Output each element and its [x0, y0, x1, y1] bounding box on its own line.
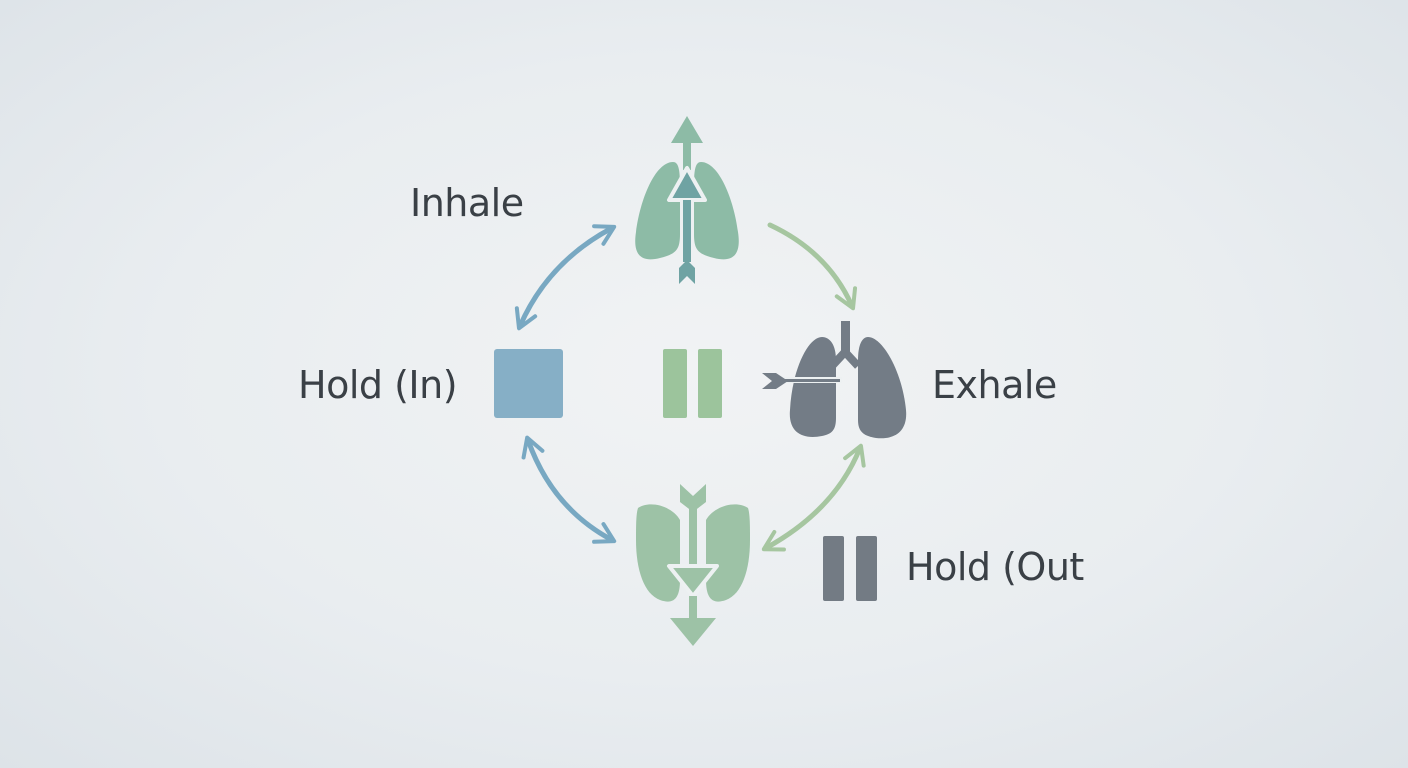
arrow-inhale-to-exhale [767, 222, 858, 311]
square-stop-icon [494, 349, 563, 418]
pause-icon [663, 349, 722, 418]
lungs-down-arrow-icon [636, 484, 750, 646]
arrow-hold-in-to-inhale [514, 224, 617, 331]
lungs-up-arrow-icon [635, 116, 739, 284]
arrow-exhale-to-hold-out [761, 443, 866, 552]
label-hold-in: Hold (In) [298, 363, 458, 407]
hold-out-pause-icon [823, 536, 877, 601]
label-exhale: Exhale [932, 363, 1057, 407]
arrow-hold-out-to-hold-in [521, 435, 617, 544]
label-inhale: Inhale [410, 181, 524, 225]
lungs-side-arrow-icon [762, 321, 907, 439]
label-hold-out: Hold (Out [906, 545, 1084, 589]
